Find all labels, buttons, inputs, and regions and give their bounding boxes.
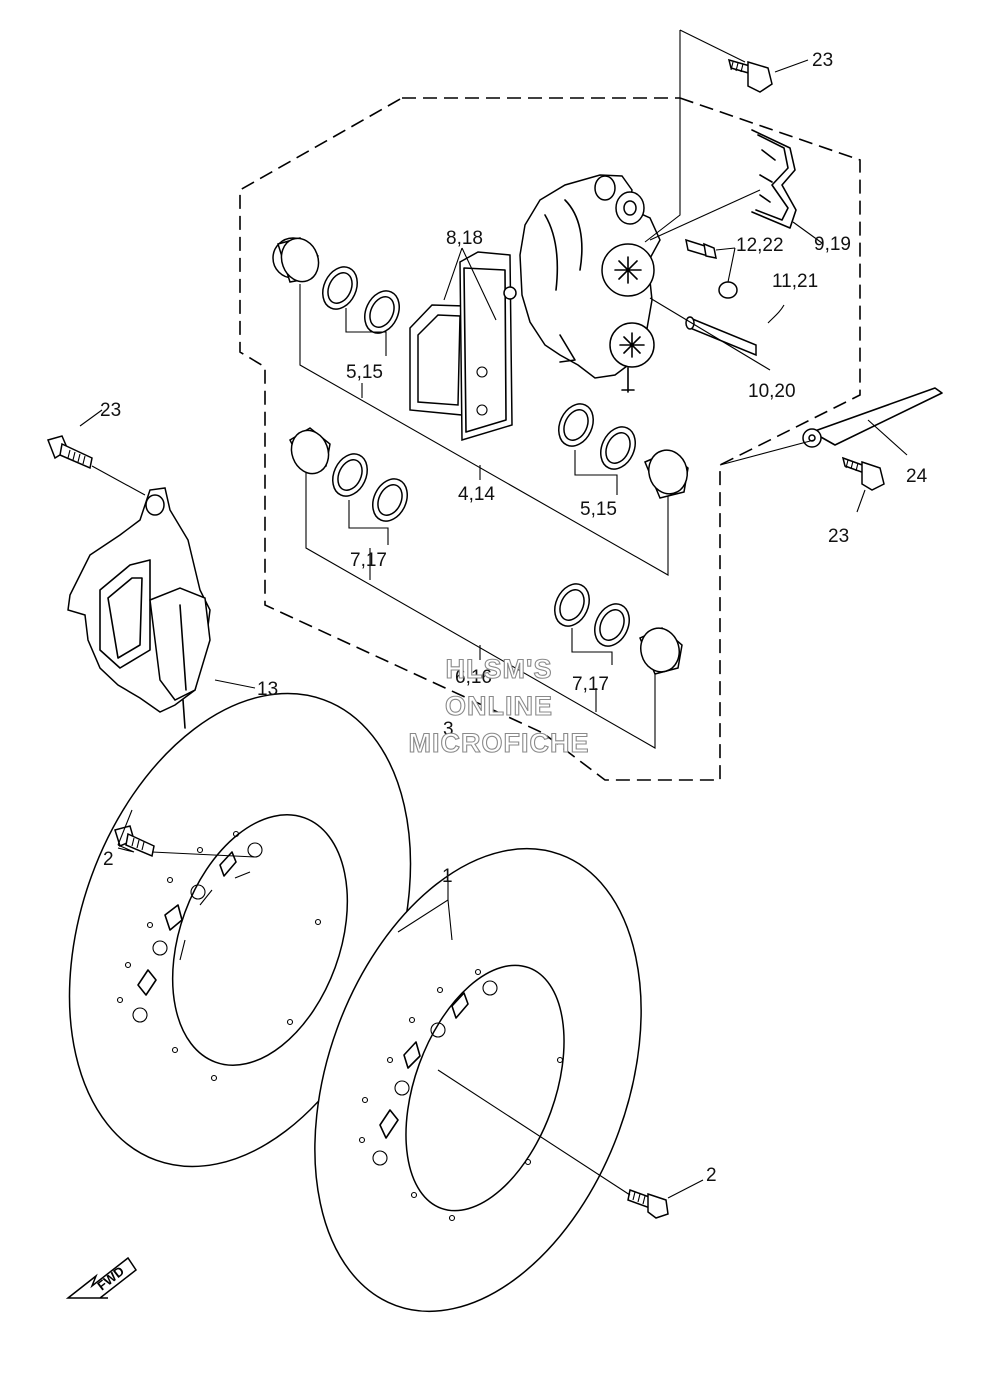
leader-23-top [644, 30, 681, 243]
brake-disc-left [68, 692, 412, 1168]
hose-guide [802, 387, 943, 448]
callout-2-right: 2 [706, 1165, 717, 1186]
piston-set-mid-left [289, 427, 408, 522]
brake-pads [409, 251, 517, 442]
callout-8-18: 8,18 [446, 228, 483, 249]
callout-2-left: 2 [103, 849, 114, 870]
caliper-left [67, 487, 211, 729]
callout-7-17-right: 7,17 [572, 674, 609, 695]
callout-11-21: 11,21 [772, 271, 818, 292]
callout-4-14: 4,14 [458, 484, 495, 505]
pad-pin [685, 316, 757, 357]
watermark-line-1: HLSM'S [446, 654, 553, 684]
bleed-screw [685, 238, 738, 299]
callout-5-15-lower: 5,15 [580, 499, 617, 520]
callout-13: 13 [257, 679, 278, 700]
caliper-body-upper [519, 174, 661, 393]
bolt-23-left [47, 435, 93, 470]
watermark-line-3: MICROFICHE [409, 728, 590, 758]
callout-23-left: 23 [100, 400, 121, 421]
callout-7-17-left: 7,17 [350, 550, 387, 571]
callout-1: 1 [442, 866, 453, 887]
callout-6-16: 6,16 [455, 667, 492, 688]
callout-10-20: 10,20 [748, 381, 796, 402]
forward-arrow-icon: FWD [65, 1256, 138, 1299]
piston-set-top-left [272, 237, 400, 334]
watermark-line-2: ONLINE [445, 691, 553, 721]
callout-3: 3 [443, 719, 454, 740]
callout-23-top: 23 [812, 50, 833, 71]
callout-9-19: 9,19 [814, 234, 851, 255]
caliper-assembly-outline [239, 97, 861, 781]
bolt-23-right [841, 456, 885, 491]
pad-spring [751, 129, 797, 229]
callout-24: 24 [906, 466, 928, 487]
callout-5-15-upper: 5,15 [346, 362, 383, 383]
callout-23-right: 23 [828, 526, 849, 547]
piston-set-mid-right [558, 403, 689, 499]
piston-set-lower-right [554, 583, 683, 675]
callout-12-22: 12,22 [736, 235, 784, 256]
bolt-2-right [627, 1188, 669, 1219]
bolt-23-top [727, 58, 773, 93]
disc-leader [397, 880, 453, 941]
brake-disc-right [314, 847, 642, 1313]
